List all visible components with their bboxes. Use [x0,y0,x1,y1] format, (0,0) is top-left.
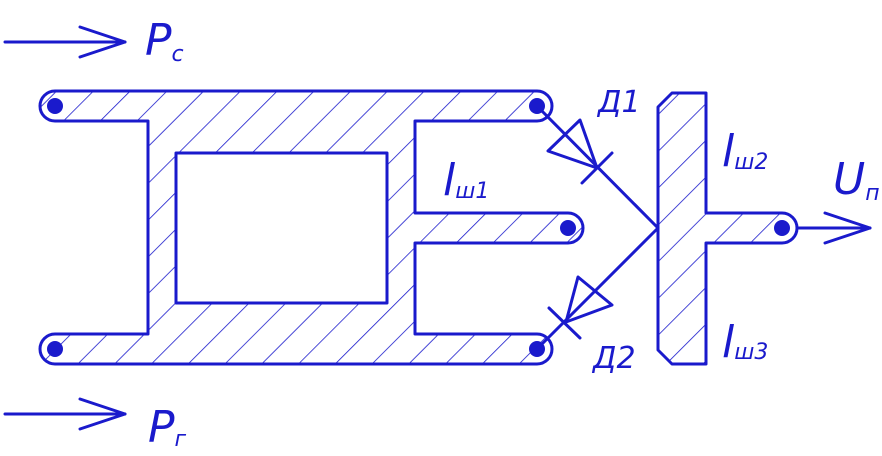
output-arrow [795,211,872,245]
diode-d2-symbol [547,275,614,340]
label-line-sh2: lш2 [722,126,768,177]
label-u-out: Uп [833,154,880,206]
label-line-sh3: lш3 [722,317,768,368]
input-arrow-bottom [3,397,127,431]
contact-dot [47,98,63,114]
contact-dot [47,341,63,357]
label-p-bottom: Pг [148,402,187,453]
label-p-top: Pc [145,15,184,67]
label-line-sh1: lш1 [443,155,489,206]
left-strip-structure [38,89,585,366]
diode-d1-symbol [546,118,614,185]
input-arrow-top [3,25,127,59]
contact-dot [560,220,576,236]
inner-window [174,151,389,305]
wire-diode2 [535,226,660,351]
label-diode1: Д1 [596,85,641,120]
right-strip-structure [656,91,799,366]
label-diode2: Д2 [591,341,636,376]
contact-dot [774,220,790,236]
